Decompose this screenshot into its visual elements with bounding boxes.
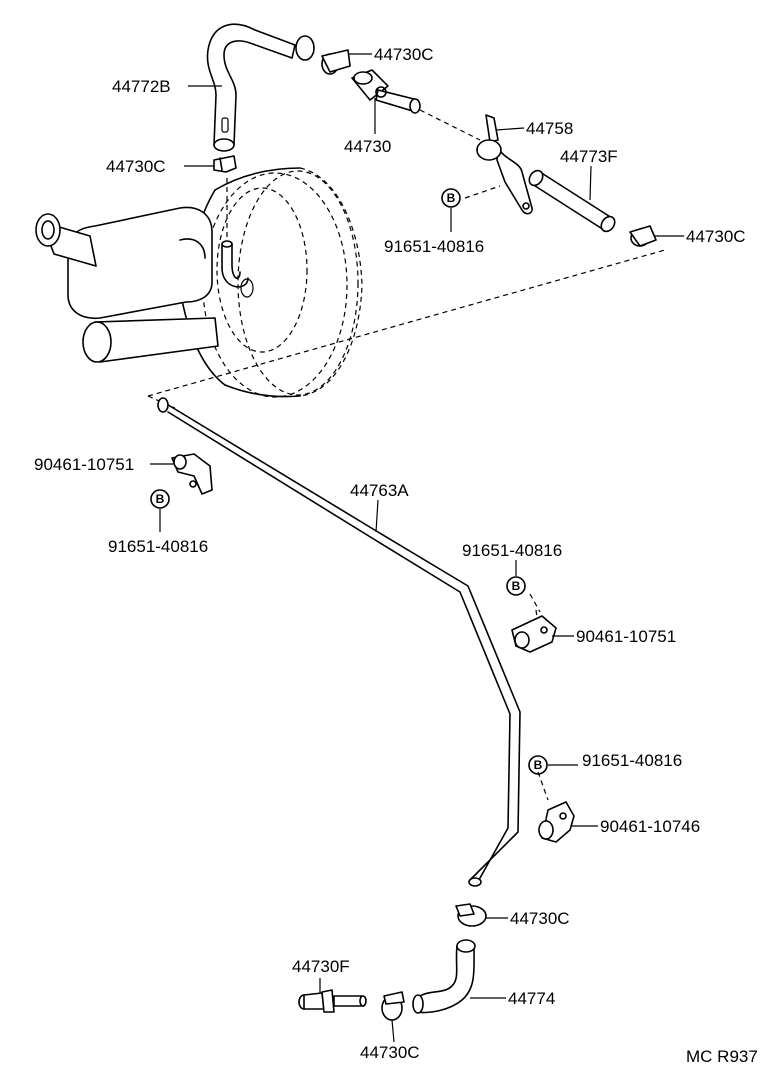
label-clamp-44730c-lower: 44730C [510, 909, 570, 928]
clip-90461-10746 [538, 801, 575, 843]
label-bolt-91651-lower: 91651-40816 [582, 751, 682, 770]
label-clip-90461-10751-left: 90461-10751 [34, 455, 134, 474]
label-hose-44772b: 44772B [112, 77, 171, 96]
hose-44774 [412, 939, 476, 1014]
clip-90461-10751-left [171, 453, 213, 495]
label-union-44730f: 44730F [292, 957, 350, 976]
label-bolt-91651-top: 91651-40816 [384, 237, 484, 256]
hose-44772b [206, 23, 315, 152]
figure-code: MC R937 [686, 1047, 758, 1066]
bolt-marker-left: B [150, 489, 170, 509]
label-bolt-91651-mid: 91651-40816 [462, 541, 562, 560]
bolt-marker-left-letter: B [156, 492, 165, 506]
clamp-44730c-right [629, 225, 657, 247]
label-clamp-44730c-right: 44730C [686, 227, 746, 246]
label-hose-44774: 44774 [508, 989, 555, 1008]
leader-lines [150, 53, 684, 1043]
label-clamp-44730c-left: 44730C [106, 157, 166, 176]
hose-44773f [528, 169, 616, 233]
clip-90461-10751-right [511, 615, 557, 653]
label-pipe-44763a: 44763A [350, 481, 409, 500]
label-clamp-44730c-bottom: 44730C [360, 1043, 420, 1062]
label-hose-44773f: 44773F [560, 147, 618, 166]
label-bolt-91651-left: 91651-40816 [108, 537, 208, 556]
master-cylinder [35, 206, 219, 363]
clamp-44730c-top [321, 49, 351, 75]
bolt-marker-top: B [441, 188, 461, 208]
bracket-44758 [476, 114, 533, 215]
pipe-44763a [157, 397, 521, 887]
bolt-marker-top-letter: B [447, 191, 456, 205]
bolt-marker-mid-letter: B [512, 579, 521, 593]
assembly-lines [147, 109, 666, 801]
bolt-marker-lower-letter: B [534, 758, 543, 772]
union-44730f [298, 989, 367, 1013]
label-clip-90461-10746: 90461-10746 [600, 817, 700, 836]
check-valve-44730 [351, 69, 421, 114]
bolt-marker-lower: B [528, 755, 548, 775]
label-check-valve-44730: 44730 [344, 137, 391, 156]
clamp-44730c-left [213, 155, 237, 173]
bolt-marker-mid: B [506, 576, 526, 596]
label-bracket-44758: 44758 [526, 119, 573, 138]
clamp-44730c-bottom [381, 991, 405, 1021]
label-clamp-44730c-top: 44730C [374, 45, 434, 64]
label-clip-90461-10751-right: 90461-10751 [576, 627, 676, 646]
clamp-44730c-lower [455, 903, 487, 927]
